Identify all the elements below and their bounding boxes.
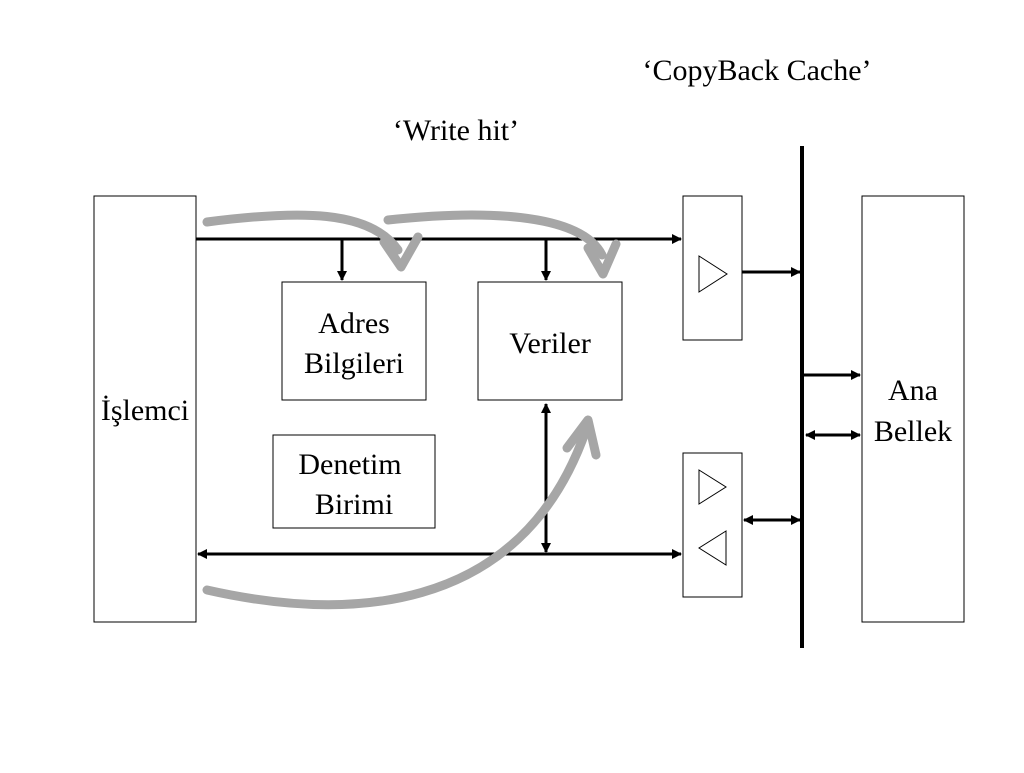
memory-label-line2: Bellek xyxy=(874,415,952,448)
flow-to-address-curve xyxy=(202,210,403,255)
flow-to-data-curve xyxy=(383,210,607,260)
memory-label-line1: Ana xyxy=(888,374,938,407)
transceiver-right-triangle-icon xyxy=(698,469,727,505)
flow-from-cpu-arrowhead-icon xyxy=(562,415,601,460)
diagram-title: ‘CopyBack Cache’ xyxy=(642,54,871,87)
memory-block xyxy=(861,195,965,623)
cpu-block xyxy=(93,195,197,623)
flow-to-data-arrowhead-icon xyxy=(583,239,621,279)
flow-from-cpu-curve xyxy=(202,425,591,610)
flow-arrows xyxy=(202,210,621,610)
diagram-subtitle: ‘Write hit’ xyxy=(393,114,519,147)
address-label-line1: Adres xyxy=(318,307,390,340)
control-label-line1: Denetim xyxy=(298,448,401,481)
transceiver-left-triangle-icon xyxy=(698,530,727,566)
data-block xyxy=(477,281,623,401)
control-block xyxy=(272,434,436,529)
control-label-line2: Birimi xyxy=(315,488,393,521)
address-label-line2: Bilgileri xyxy=(304,347,404,380)
address-block xyxy=(281,281,427,401)
lower-transceiver-block xyxy=(682,452,743,598)
flow-to-address-arrowhead-icon xyxy=(379,232,423,272)
data-label: Veriler xyxy=(509,327,591,360)
cpu-label: İşlemci xyxy=(101,394,189,427)
upper-buffer-triangle-icon xyxy=(698,255,728,293)
